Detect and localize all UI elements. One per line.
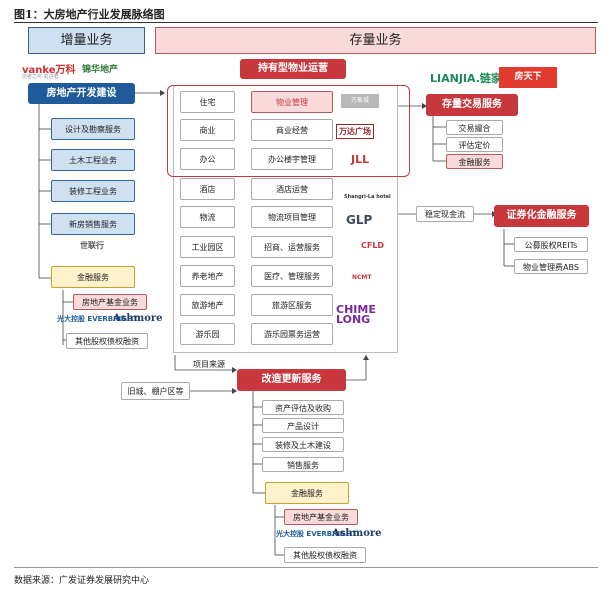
vanke-tagline: 前者之可·前进者 xyxy=(22,74,59,80)
old-city-node: 旧城、棚户区等 xyxy=(121,382,190,400)
realestate-dev-node: 房地产开发建设 xyxy=(28,83,135,104)
product-design-node: 产品设计 xyxy=(262,418,344,433)
operation-service-8: 游乐园票务运营 xyxy=(251,323,333,345)
operation-service-0: 物业管理 xyxy=(251,91,333,113)
operation-service-6: 医疗、管理服务 xyxy=(251,265,333,287)
property-type-7: 旅游地产 xyxy=(180,294,235,316)
asset-eval-node: 资产评估及收购 xyxy=(262,400,344,415)
trade-matching-node: 交易撮合 xyxy=(446,120,503,135)
holding-operation-node: 持有型物业运营 xyxy=(240,59,346,79)
project-source-label: 项目来源 xyxy=(193,360,225,369)
renewal-node: 改造更新服务 xyxy=(237,369,346,391)
operation-service-4: 物流项目管理 xyxy=(251,206,333,228)
operation-service-3: 酒店运营 xyxy=(251,178,333,200)
jll-logo: JLL xyxy=(351,153,370,166)
title-rule xyxy=(14,22,598,23)
left-other-finance-node: 其他股权债权融资 xyxy=(66,333,148,349)
new-home-sales-node: 新房销售服务 xyxy=(51,213,135,235)
shangrila-logo: Shangri-La hotel xyxy=(344,194,391,200)
property-type-6: 养老地产 xyxy=(180,265,235,287)
cfld-logo: CFLD xyxy=(361,241,385,250)
glp-logo: GLP xyxy=(346,213,373,227)
design-survey-node: 设计及勘察服务 xyxy=(51,118,135,140)
property-type-3: 酒店 xyxy=(180,178,235,200)
wanxiang-logo: 万象城 xyxy=(341,94,379,108)
lianjia-logo: LIANJIA.链家 xyxy=(430,72,502,85)
ncmt-logo: NCMT xyxy=(352,274,372,281)
ashmore-logo-2: Ashmore xyxy=(332,528,382,539)
abs-node: 物业管理费ABS xyxy=(514,259,588,274)
operation-service-2: 办公楼宇管理 xyxy=(251,148,333,170)
securitization-node: 证券化金融服务 xyxy=(494,205,589,227)
header-stock: 存量业务 xyxy=(155,27,596,54)
left-finance-node: 金融服务 xyxy=(51,266,135,288)
figure-title: 图1：大房地产行业发展脉络图 xyxy=(14,8,165,21)
header-incremental: 增量业务 xyxy=(28,27,145,54)
civil-engineering-node: 土木工程业务 xyxy=(51,149,135,171)
trade-finance-node: 金融服务 xyxy=(446,154,503,169)
operation-service-7: 旅游区服务 xyxy=(251,294,333,316)
left-fund-node: 房地产基金业务 xyxy=(73,294,147,310)
renew-sales-node: 销售服务 xyxy=(262,457,344,472)
fang-logo: 房天下 Fang.com xyxy=(499,67,557,103)
cashflow-node: 稳定现金流 xyxy=(416,206,474,222)
renew-fund-node: 房地产基金业务 xyxy=(284,509,358,525)
renew-other-finance-node: 其他股权债权融资 xyxy=(284,547,366,563)
property-type-4: 物流 xyxy=(180,206,235,228)
jinhua-logo: 锦华地产 xyxy=(82,65,119,75)
footer-rule xyxy=(14,567,598,568)
everbright-logo-2: 光大控股 EVERBRIGHT xyxy=(276,530,357,538)
wanda-logo: 万达广场 xyxy=(336,124,374,139)
highlight-frame xyxy=(167,85,410,177)
stock-trade-node: 存量交易服务 xyxy=(426,94,518,116)
vanke-logo: vanke万科 xyxy=(22,65,76,76)
operation-service-1: 商业经营 xyxy=(251,119,333,141)
valuation-node: 评估定价 xyxy=(446,137,503,152)
chimelong-logo: CHIME LONG xyxy=(336,303,376,326)
reits-node: 公募股权REITs xyxy=(514,237,588,252)
renew-construction-node: 装修及土木建设 xyxy=(262,437,344,452)
property-type-2: 办公 xyxy=(180,148,235,170)
property-type-8: 游乐园 xyxy=(180,323,235,345)
property-type-5: 工业园区 xyxy=(180,236,235,258)
ashmore-logo: Ashmore xyxy=(113,313,163,324)
decoration-node: 装修工程业务 xyxy=(51,180,135,202)
shilian-logo: 世联行 xyxy=(80,241,104,250)
property-type-0: 住宅 xyxy=(180,91,235,113)
renew-finance-node: 金融服务 xyxy=(265,482,349,504)
operation-service-5: 招商、运营服务 xyxy=(251,236,333,258)
source-note: 数据来源：广发证券发展研究中心 xyxy=(14,576,150,586)
everbright-logo: 光大控股 EVERBRIGHT xyxy=(57,315,138,323)
property-type-1: 商业 xyxy=(180,119,235,141)
